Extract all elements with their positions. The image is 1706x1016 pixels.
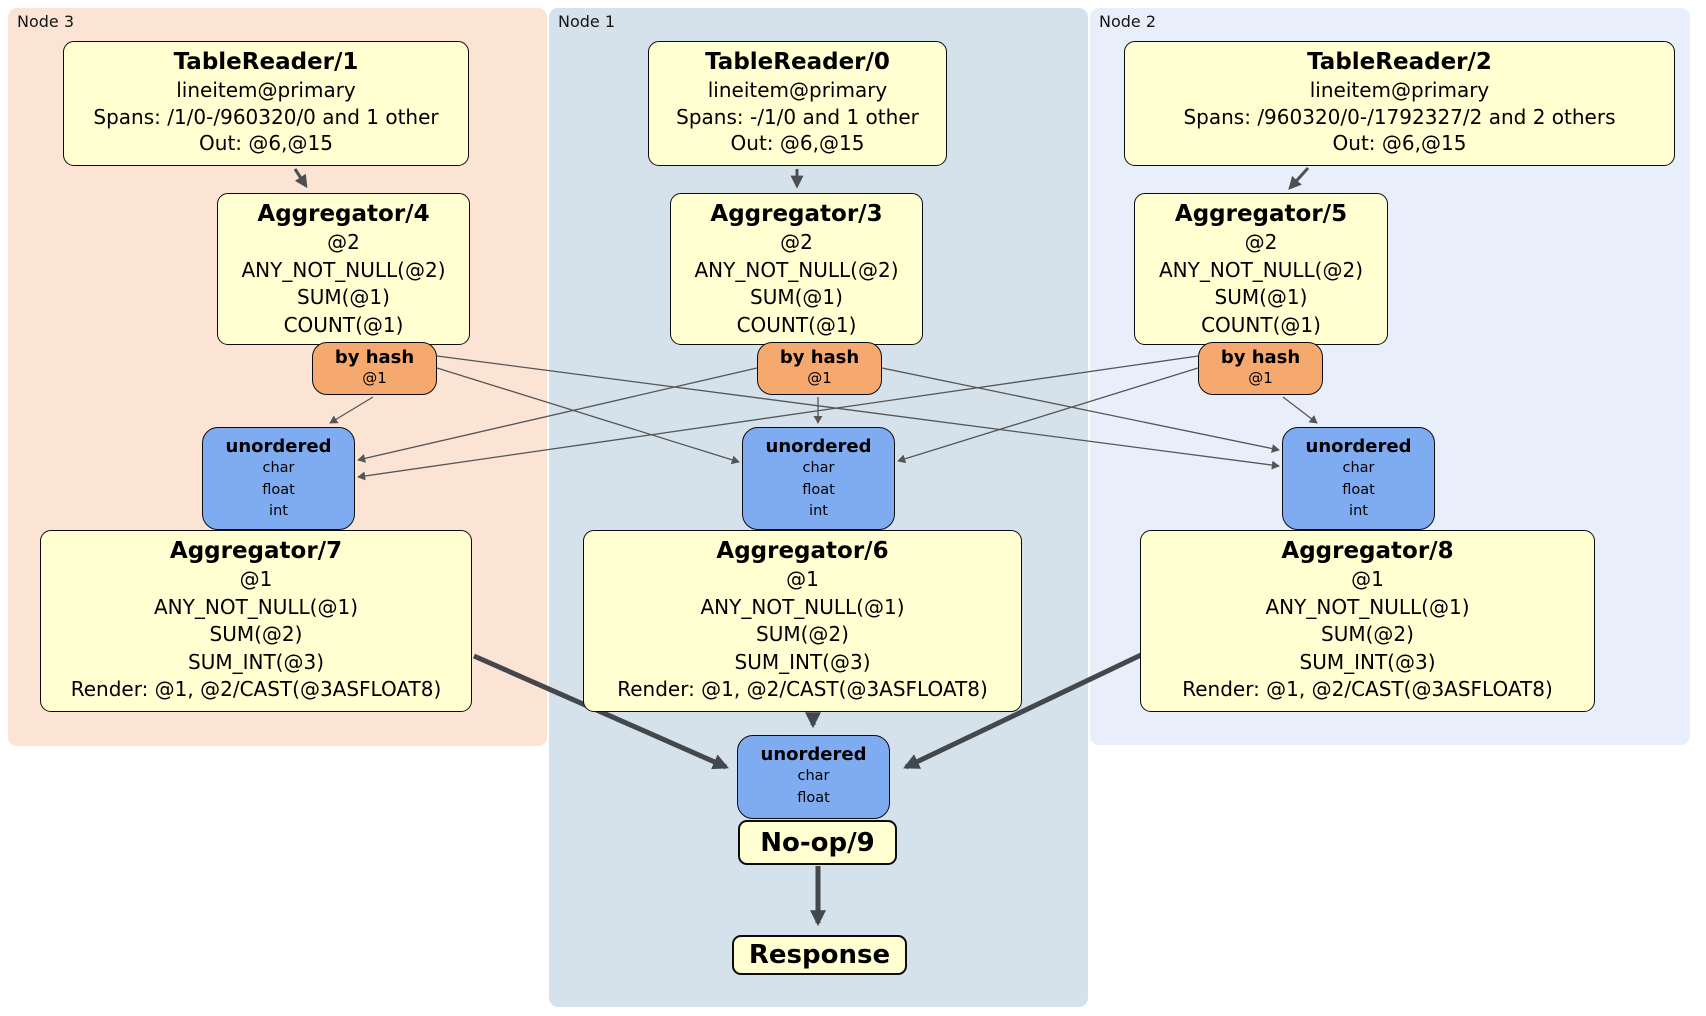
agg-func: SUM_INT(@3) (188, 649, 324, 674)
processor-out: Out: @6,@15 (1332, 131, 1467, 155)
processor-spans: Spans: /1/0-/960320/0 and 1 other (93, 104, 439, 129)
processor-tablereader-1: TableReader/1 lineitem@primary Spans: /1… (63, 41, 469, 166)
sync-unordered-node2: unordered char float int (1282, 427, 1435, 530)
sync-stream-type: float (262, 481, 295, 498)
agg-render-expr: Render: @1, @2/CAST(@3ASFLOAT8) (1182, 677, 1553, 701)
sync-title: unordered (1305, 436, 1412, 457)
sync-stream-type: char (797, 768, 830, 784)
router-title: by hash (1220, 347, 1301, 368)
sync-unordered-node1: unordered char float int (742, 427, 895, 530)
agg-func: SUM_INT(@3) (1299, 649, 1436, 674)
agg-group-cols: @2 (1244, 230, 1278, 254)
processor-aggregator-6: Aggregator/6 @1 ANY_NOT_NULL(@1) SUM(@2)… (583, 530, 1022, 712)
sync-stream-type: int (1349, 503, 1368, 519)
sync-title: unordered (760, 744, 867, 765)
agg-func: ANY_NOT_NULL(@2) (1159, 257, 1363, 282)
agg-func: ANY_NOT_NULL(@1) (1265, 594, 1470, 619)
router-key: @1 (1248, 369, 1273, 387)
processor-title: Aggregator/6 (716, 538, 889, 564)
processor-title: No-op/9 (760, 827, 875, 858)
sync-title: unordered (765, 436, 872, 457)
agg-func: SUM(@1) (1214, 285, 1308, 309)
processor-tablereader-2: TableReader/2 lineitem@primary Spans: /9… (1124, 41, 1675, 166)
router-key: @1 (807, 369, 832, 387)
agg-func: ANY_NOT_NULL(@1) (700, 594, 905, 619)
agg-func: ANY_NOT_NULL(@2) (694, 257, 899, 282)
processor-aggregator-8: Aggregator/8 @1 ANY_NOT_NULL(@1) SUM(@2)… (1140, 530, 1595, 712)
agg-func: ANY_NOT_NULL(@2) (241, 257, 446, 282)
node-group-1-label: Node 1 (558, 12, 616, 31)
agg-render-expr: Render: @1, @2/CAST(@3ASFLOAT8) (617, 677, 988, 701)
node-group-2-label: Node 2 (1099, 12, 1157, 31)
agg-func: SUM(@2) (209, 622, 303, 646)
sync-stream-type: char (1342, 460, 1375, 476)
agg-func: COUNT(@1) (1201, 312, 1321, 337)
processor-title: Aggregator/4 (257, 201, 430, 227)
agg-render-expr: Render: @1, @2/CAST(@3ASFLOAT8) (70, 677, 442, 701)
processor-title: Aggregator/8 (1281, 538, 1454, 564)
processor-spans: Spans: /960320/0-/1792327/2 and 2 others (1183, 104, 1616, 129)
router-by-hash-5: by hash @1 (1198, 342, 1323, 395)
agg-group-cols: @1 (239, 567, 273, 591)
agg-group-cols: @2 (327, 230, 360, 254)
processor-aggregator-5: Aggregator/5 @2 ANY_NOT_NULL(@2) SUM(@1)… (1134, 193, 1388, 345)
agg-func: ANY_NOT_NULL(@1) (154, 594, 358, 619)
sync-stream-type: float (797, 789, 830, 806)
processor-title: TableReader/2 (1307, 49, 1492, 75)
router-title: by hash (334, 347, 415, 368)
sync-title: unordered (225, 436, 332, 457)
sync-stream-type: float (1342, 481, 1375, 498)
sync-stream-type: int (269, 503, 288, 519)
processor-spans: Spans: -/1/0 and 1 other (676, 104, 919, 129)
processor-title: Aggregator/7 (169, 538, 343, 564)
agg-func: SUM(@2) (756, 622, 849, 646)
processor-index: lineitem@primary (176, 78, 356, 102)
node-group-3-label: Node 3 (17, 12, 75, 31)
sync-stream-type: float (802, 481, 835, 498)
router-by-hash-3: by hash @1 (757, 342, 882, 395)
sync-stream-type: int (809, 503, 828, 519)
agg-func: SUM(@1) (750, 285, 843, 309)
processor-aggregator-7: Aggregator/7 @1 ANY_NOT_NULL(@1) SUM(@2)… (40, 530, 472, 712)
response-node: Response (732, 935, 907, 975)
sync-stream-type: char (802, 460, 835, 476)
hash-distribution-edges (329, 355, 1318, 481)
tablereader-edges (293, 166, 1310, 190)
processor-aggregator-3: Aggregator/3 @2 ANY_NOT_NULL(@2) SUM(@1)… (670, 193, 923, 345)
sync-stream-type: char (262, 460, 295, 476)
processor-title: TableReader/0 (705, 49, 890, 75)
agg-group-cols: @1 (1351, 567, 1384, 591)
agg-func: SUM(@1) (297, 285, 390, 309)
response-title: Response (748, 940, 891, 970)
processor-out: Out: @6,@15 (199, 131, 333, 155)
sync-unordered-final: unordered char float (737, 735, 890, 819)
agg-func: SUM_INT(@3) (734, 649, 871, 674)
agg-group-cols: @2 (780, 230, 813, 254)
processor-index: lineitem@primary (1309, 78, 1490, 102)
router-by-hash-4: by hash @1 (312, 342, 437, 395)
router-key: @1 (362, 369, 387, 387)
processor-title: Aggregator/3 (710, 201, 883, 227)
processor-index: lineitem@primary (707, 78, 888, 102)
processor-aggregator-4: Aggregator/4 @2 ANY_NOT_NULL(@2) SUM(@1)… (217, 193, 470, 345)
agg-func: COUNT(@1) (283, 312, 404, 337)
processor-title: Aggregator/5 (1174, 201, 1348, 227)
sync-unordered-node3: unordered char float int (202, 427, 355, 530)
agg-func: COUNT(@1) (736, 312, 857, 337)
processor-tablereader-0: TableReader/0 lineitem@primary Spans: -/… (648, 41, 947, 166)
agg-group-cols: @1 (786, 567, 819, 591)
agg-func: SUM(@2) (1321, 622, 1414, 646)
processor-out: Out: @6,@15 (730, 131, 865, 155)
processor-noop-9: No-op/9 (738, 820, 897, 865)
router-title: by hash (779, 347, 860, 368)
processor-title: TableReader/1 (173, 49, 359, 75)
